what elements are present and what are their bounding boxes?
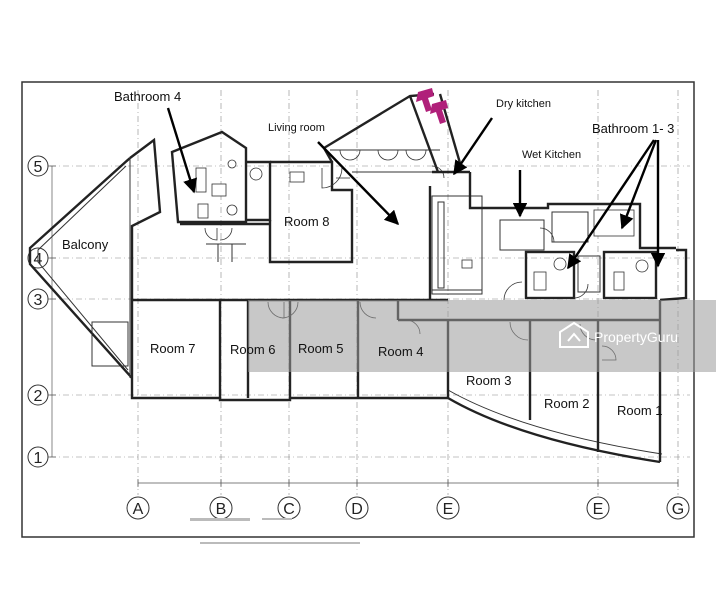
grid-col-label: C — [283, 501, 295, 518]
label-living-room: Living room — [268, 122, 325, 134]
grid-col-label: D — [351, 501, 363, 518]
grid-row-label: 3 — [34, 292, 43, 309]
grid-col-label: E — [443, 501, 454, 518]
label-room-3: Room 3 — [466, 373, 512, 388]
watermark-band: PropertyGuru — [248, 300, 716, 372]
label-wet-kitchen: Wet Kitchen — [522, 149, 581, 161]
arrow-dry-kitchen — [453, 117, 493, 176]
label-room-7: Room 7 — [150, 341, 196, 356]
label-room-8: Room 8 — [284, 214, 330, 229]
arrow-bathroom-2 — [619, 139, 658, 230]
label-room-2: Room 2 — [544, 396, 590, 411]
arrow-bathroom-1 — [567, 139, 655, 270]
grid-row-label: 5 — [34, 159, 43, 176]
label-balcony: Balcony — [62, 237, 109, 252]
wardrobe-doors — [180, 222, 270, 262]
label-dry-kitchen: Dry kitchen — [496, 98, 551, 110]
grid-row-label: 1 — [34, 450, 43, 467]
arrow-living-room — [317, 141, 400, 226]
label-bathroom-1-3: Bathroom 1- 3 — [592, 121, 674, 136]
watermark-logo-icon — [559, 321, 589, 348]
arrow-bathroom-4 — [166, 107, 198, 194]
balcony — [28, 157, 133, 379]
label-bathroom-4: Bathroom 4 — [114, 89, 181, 104]
watermark-text: PropertyGuru — [594, 329, 678, 345]
grid-col-label: A — [133, 501, 144, 518]
bathroom-4-block — [170, 130, 272, 224]
room-labels: Bathroom 4 Living room Dry kitchen Wet K… — [62, 89, 674, 418]
label-room-1: Room 1 — [617, 403, 663, 418]
grid-col-label: B — [216, 501, 227, 518]
grid-row-label: 2 — [34, 388, 43, 405]
grid-col-label: G — [672, 501, 684, 518]
dry-kitchen-counter — [428, 186, 483, 300]
dimension-lines — [48, 165, 679, 487]
annotation-arrows — [166, 107, 666, 270]
grid-col-labels: A B C D E E G — [126, 496, 690, 520]
entrance-arrow-icon — [416, 88, 448, 124]
label-room-4: Room 4 — [378, 344, 424, 359]
bottom-smudge — [190, 518, 360, 544]
grid-col-label: E — [593, 501, 604, 518]
label-room-6: Room 6 — [230, 342, 276, 357]
label-room-5: Room 5 — [298, 341, 344, 356]
